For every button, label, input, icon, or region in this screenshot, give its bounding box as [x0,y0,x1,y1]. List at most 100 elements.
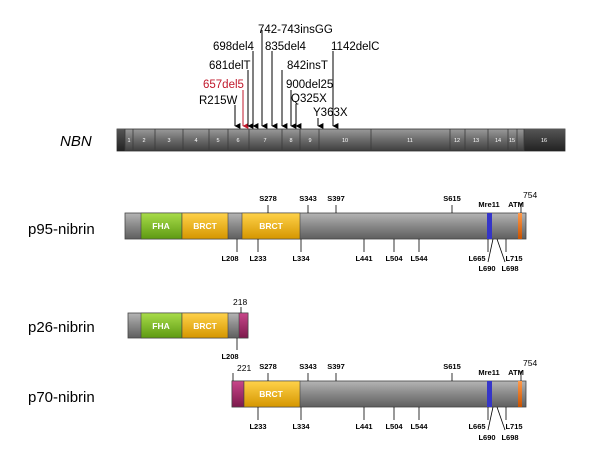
p26-fha-domain [140,312,183,339]
p95-nibrin-section: p95-nibrin FHA BRCT BRCT Mre11 ATM 754 [28,190,537,273]
mutation-label-698del4: 698del4 [213,41,255,53]
exon-label: 16 [541,138,547,144]
p95-site-label: L233 [249,254,266,263]
p70-brct-domain [243,380,301,408]
exon-label: 11 [407,138,413,144]
p70-site-label: L715 [505,422,522,431]
p70-mre11-binding [487,381,492,407]
p70-start-label: 221 [237,363,251,373]
mutation-label-742-743insGG: 742-743insGG [258,24,333,36]
mutation-label-681delT: 681delT [209,60,251,72]
exon-label: 3 [167,138,170,144]
exon-label: 9 [308,138,311,144]
p95-atm-label: ATM [508,200,524,209]
mutation-labels: R215W 657del5 681delT 698del4 742-743ins… [199,24,379,119]
p95-sites: S278 S343 S397 S615 L208 L233 L334 L441 … [221,194,522,273]
p26-brct-label: BRCT [193,321,217,331]
p70-site-label: L441 [355,422,372,431]
p95-site-label: L441 [355,254,372,263]
p70-domain-labels: BRCT Mre11 ATM 221 754 [237,358,537,399]
p26-label: p26-nibrin [28,319,95,336]
p95-site-label: L698 [501,264,518,273]
p70-unique-head [231,380,245,408]
p95-fha-label: FHA [152,221,169,231]
p70-site-label: S278 [259,362,277,371]
mutation-label-842insT: 842insT [287,60,328,72]
p26-ticks [236,307,242,350]
exon-label: 12 [454,138,460,144]
exon-label: 1 [127,138,130,144]
p95-label: p95-nibrin [28,221,95,238]
p95-site-label: L208 [221,254,238,263]
p95-ticks [236,203,522,263]
exon-label: 7 [263,138,266,144]
mutation-label-657del5: 657del5 [203,79,244,91]
p70-ticks [232,371,522,431]
p95-brct-domain-1 [181,212,229,240]
p70-atm-label: ATM [508,368,524,377]
p26-site-label: L208 [221,352,238,361]
p26-brct-domain [181,312,229,339]
mutation-label-Y363X: Y363X [313,107,348,119]
exon-label: 4 [194,138,197,144]
p70-site-label: L504 [385,422,403,431]
exon-label: 5 [216,138,219,144]
exon-label: 2 [142,138,145,144]
p95-brct2-label: BRCT [259,221,283,231]
mutation-label-Q325X: Q325X [291,93,327,105]
p26-labels: FHA BRCT 218 L208 [152,297,247,361]
p26-unique-tail [238,312,249,339]
p95-site-label: L665 [468,254,485,263]
exon-dividers [124,129,525,151]
p26-nibrin-section: p26-nibrin FHA BRCT 218 L208 [28,297,249,361]
p70-site-label: S343 [299,362,317,371]
p95-mre11-label: Mre11 [478,200,499,209]
p95-site-label: L544 [410,254,428,263]
gene-label: NBN [60,133,92,150]
p95-site-label: L690 [478,264,495,273]
p70-label: p70-nibrin [28,389,95,406]
p70-site-label: L233 [249,422,266,431]
exon-label: 10 [342,138,348,144]
p70-mre11-label: Mre11 [478,368,499,377]
exon-label: 8 [289,138,292,144]
exon-16-box [524,129,565,151]
p95-site-label: S397 [327,194,345,203]
mutation-label-R215W: R215W [199,95,237,107]
p95-end-label: 754 [523,190,537,200]
p95-site-label: L334 [292,254,310,263]
exon-label: 15 [509,138,515,144]
p70-brct-label: BRCT [259,389,283,399]
p70-atm-binding [518,381,522,407]
exon-label: 6 [236,138,239,144]
p70-site-label: L334 [292,422,310,431]
exon-1-box [117,129,125,151]
mutation-label-1142delC: 1142delC [331,41,379,53]
p95-site-label: L504 [385,254,403,263]
p95-atm-binding [518,213,522,239]
p70-site-label: S615 [443,362,461,371]
p70-sites: S278 S343 S397 S615 L233 L334 L441 L504 … [249,362,522,442]
p26-fha-label: FHA [152,321,169,331]
p95-site-label: S278 [259,194,277,203]
p70-end-label: 754 [523,358,537,368]
p70-site-label: L544 [410,422,428,431]
p95-mre11-binding [487,213,492,239]
exon-numbers: 1 2 3 4 5 6 7 8 9 10 11 12 13 14 15 16 [127,138,547,144]
p95-site-label: L715 [505,254,522,263]
p70-nibrin-section: p70-nibrin BRCT Mre11 ATM 221 754 [28,358,537,442]
p70-site-label: S397 [327,362,345,371]
p70-site-label: L690 [478,433,495,442]
mutation-arrows [234,30,339,129]
p26-end-label: 218 [233,297,247,307]
exon-label: 14 [495,138,501,144]
p95-domain-labels: FHA BRCT BRCT Mre11 ATM 754 [152,190,537,231]
exon-label: 13 [473,138,479,144]
mutation-label-900del25: 900del25 [286,79,333,91]
p95-brct1-label: BRCT [193,221,217,231]
gene-section: NBN [60,24,566,152]
p95-site-label: S343 [299,194,317,203]
mutation-label-835del4: 835del4 [265,41,307,53]
p70-site-label: L698 [501,433,518,442]
gene-bar: 1 2 3 4 5 6 7 8 9 10 11 12 13 14 15 16 [116,128,566,152]
